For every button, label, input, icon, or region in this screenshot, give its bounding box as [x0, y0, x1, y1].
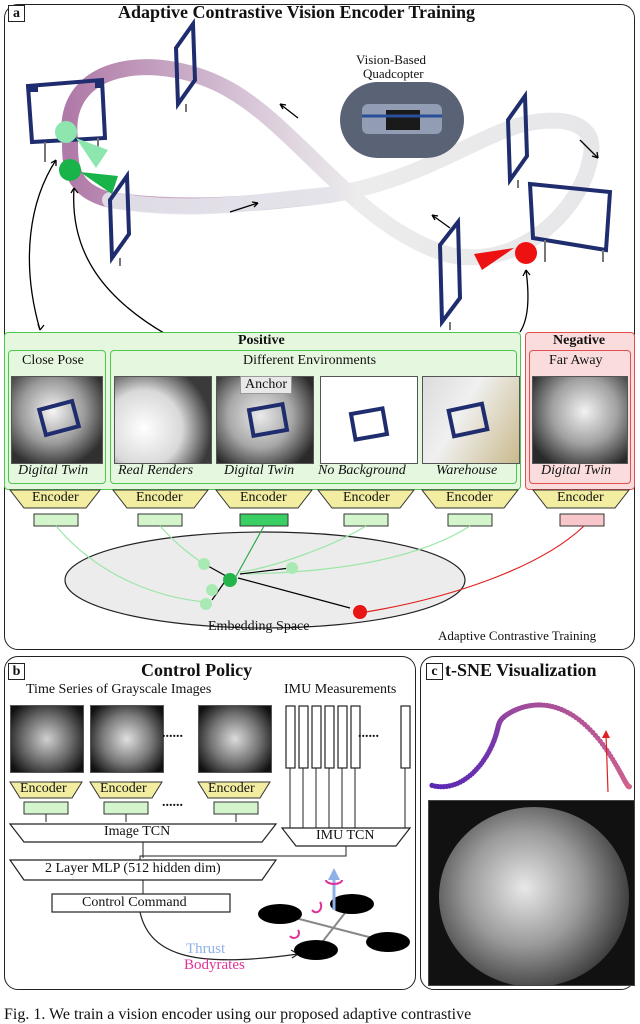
tsne-plot	[429, 702, 632, 793]
arrow-close-pose	[28, 159, 57, 331]
arrow-to-quad	[139, 911, 299, 961]
enc-a-4: Encoder	[343, 490, 390, 505]
negative-title: Negative	[553, 333, 606, 348]
imu-tcn-label: IMU TCN	[316, 828, 375, 843]
gate-bottom-center	[437, 216, 463, 328]
frame-n	[198, 705, 272, 773]
panel-a	[4, 4, 635, 650]
embedding-ellipse	[64, 531, 466, 629]
flight-track-illustration	[25, 18, 613, 335]
diff-envs-label: Different Environments	[243, 353, 377, 368]
image-tcn-shape	[8, 823, 278, 843]
arrow-negative	[519, 269, 529, 333]
quad-body	[258, 868, 410, 960]
encoder-shapes-b	[9, 781, 271, 799]
embedding-space-label: Embedding Space	[208, 619, 310, 634]
embedding-points	[198, 558, 367, 619]
panel-a-title: Adaptive Contrastive Vision Encoder Trai…	[118, 2, 476, 22]
quadcopter-label-1: Vision-Based	[356, 52, 426, 67]
thumb-digital-twin-1	[11, 376, 103, 464]
mlp-label: 2 Layer MLP (512 hidden dim)	[45, 861, 221, 876]
thumb-label-2: Real Renders	[118, 463, 194, 478]
far-away-label: Far Away	[549, 353, 603, 368]
enc-a-2: Encoder	[136, 490, 183, 505]
tsne-sample-image	[428, 800, 635, 986]
arrow-diff-envs	[73, 187, 169, 335]
images-label: Time Series of Grayscale Images	[26, 682, 212, 697]
encoder-shapes	[8, 489, 631, 509]
panel-a-tag: a	[8, 5, 25, 22]
tsne-point	[626, 784, 632, 790]
anchor-pose	[59, 159, 81, 181]
frame-2	[90, 705, 164, 773]
gate-mid-left	[107, 170, 132, 264]
panel-b-title: Control Policy	[141, 660, 253, 680]
imu-ellipsis: ......	[358, 726, 379, 741]
enc-b-ellipsis: ......	[162, 795, 183, 810]
anchor-pose-light	[55, 121, 77, 143]
panel-b	[4, 656, 416, 990]
policy-diagram	[8, 705, 412, 961]
frames-ellipsis: ......	[162, 726, 183, 741]
thumb-digital-twin-far	[532, 376, 628, 464]
enc-a-6: Encoder	[557, 490, 604, 505]
direction-arrows	[229, 103, 599, 229]
thumb-warehouse	[422, 376, 520, 464]
enc-b-1: Encoder	[20, 781, 67, 796]
panel-b-tag: b	[8, 663, 25, 680]
track-upper-loop	[61, 59, 600, 266]
far-away-box	[529, 350, 631, 484]
close-pose-label: Close Pose	[22, 353, 84, 368]
caption: Fig. 1. We train a vision encoder using …	[4, 1006, 472, 1023]
thumb-label-5: Warehouse	[436, 463, 498, 478]
thumb-label-4: No Background	[318, 463, 406, 478]
imu-label: IMU Measurements	[284, 682, 397, 697]
frame-1	[10, 705, 84, 773]
encoders-embedding	[8, 489, 631, 629]
gate-left	[25, 77, 108, 145]
thumb-label-6: Digital Twin	[541, 463, 612, 478]
thumb-real-renders	[114, 376, 212, 464]
imu-bars	[285, 705, 411, 769]
imu-tcn-shape	[280, 827, 412, 847]
panel-c-title: t-SNE Visualization	[445, 660, 597, 680]
panel-c-tag: c	[426, 663, 443, 680]
quadcopter-label-2: Quadcopter	[363, 66, 424, 81]
image-tcn-label: Image TCN	[104, 824, 171, 839]
positive-title: Positive	[238, 333, 285, 348]
embedding-vectors	[33, 513, 605, 527]
thumb-label-1: Digital Twin	[18, 463, 89, 478]
bodyrates-label: Bodyrates	[184, 957, 245, 973]
enc-a-1: Encoder	[32, 490, 79, 505]
enc-a-3: Encoder	[240, 490, 287, 505]
track-lower-band	[102, 187, 338, 215]
enc-b-2: Encoder	[100, 781, 147, 796]
gate-top-center	[173, 18, 198, 110]
thumb-label-3: Digital Twin	[224, 463, 295, 478]
enc-a-5: Encoder	[446, 490, 493, 505]
mlp-shape	[8, 859, 278, 881]
adaptive-training-label: Adaptive Contrastive Training	[438, 628, 597, 643]
control-command-label: Control Command	[82, 895, 187, 910]
thrust-label: Thrust	[186, 941, 226, 957]
control-command-box	[51, 893, 231, 913]
enc-b-3: Encoder	[208, 781, 255, 796]
negative-pose	[515, 242, 537, 264]
thumb-no-background	[320, 376, 418, 464]
gate-left-checkers	[30, 80, 103, 92]
gate-right	[527, 181, 613, 253]
anchor-label: Anchor	[240, 376, 292, 394]
gate-right-top	[505, 89, 530, 187]
close-pose-box	[8, 350, 106, 484]
